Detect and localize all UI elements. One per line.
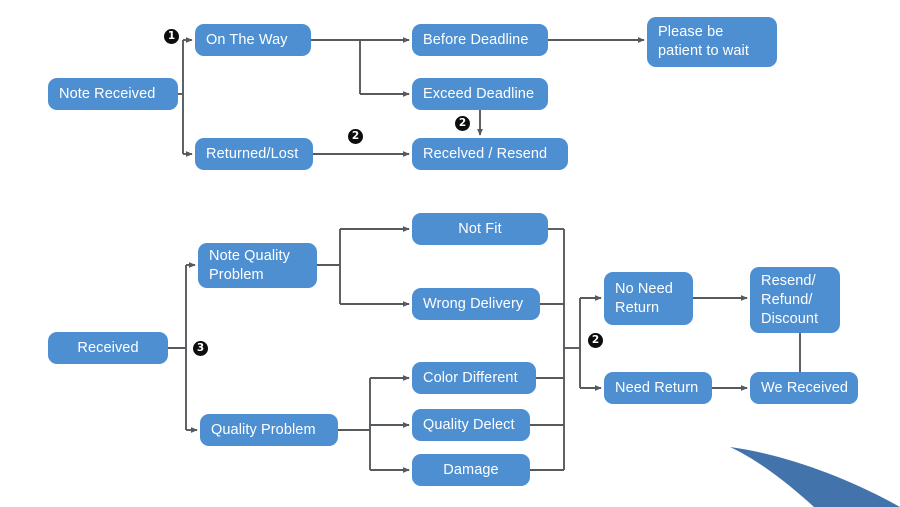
node-returned-lost[interactable]: Returned/Lost: [195, 138, 313, 170]
decorative-swoosh: [730, 447, 900, 507]
node-no-need-return[interactable]: No Need Return: [604, 272, 693, 325]
marker-2-return-split: 2: [588, 333, 603, 348]
node-on-the-way[interactable]: On The Way: [195, 24, 311, 56]
node-color-different[interactable]: Color Different: [412, 362, 536, 394]
node-resend-refund-discount[interactable]: Resend/ Refund/ Discount: [750, 267, 840, 333]
node-we-received[interactable]: We Received: [750, 372, 858, 404]
node-quality-problem[interactable]: Quality Problem: [200, 414, 338, 446]
node-exceed-deadline[interactable]: Exceed Deadline: [412, 78, 548, 110]
node-received-resend[interactable]: Recelved / Resend: [412, 138, 568, 170]
node-wrong-delivery[interactable]: Wrong Delivery: [412, 288, 540, 320]
node-please-be-patient[interactable]: Please be patient to wait: [647, 17, 777, 67]
node-quality-delect[interactable]: Quality Delect: [412, 409, 530, 441]
node-before-deadline[interactable]: Before Deadline: [412, 24, 548, 56]
node-note-received[interactable]: Note Received: [48, 78, 178, 110]
marker-1-on-the-way: 1: [164, 29, 179, 44]
marker-2-exceed-deadline: 2: [455, 116, 470, 131]
node-note-quality-problem[interactable]: Note Quality Problem: [198, 243, 317, 288]
marker-2-returned-lost: 2: [348, 129, 363, 144]
node-not-fit[interactable]: Not Fit: [412, 213, 548, 245]
node-received[interactable]: Received: [48, 332, 168, 364]
node-need-return[interactable]: Need Return: [604, 372, 712, 404]
marker-3-received: 3: [193, 341, 208, 356]
node-damage[interactable]: Damage: [412, 454, 530, 486]
